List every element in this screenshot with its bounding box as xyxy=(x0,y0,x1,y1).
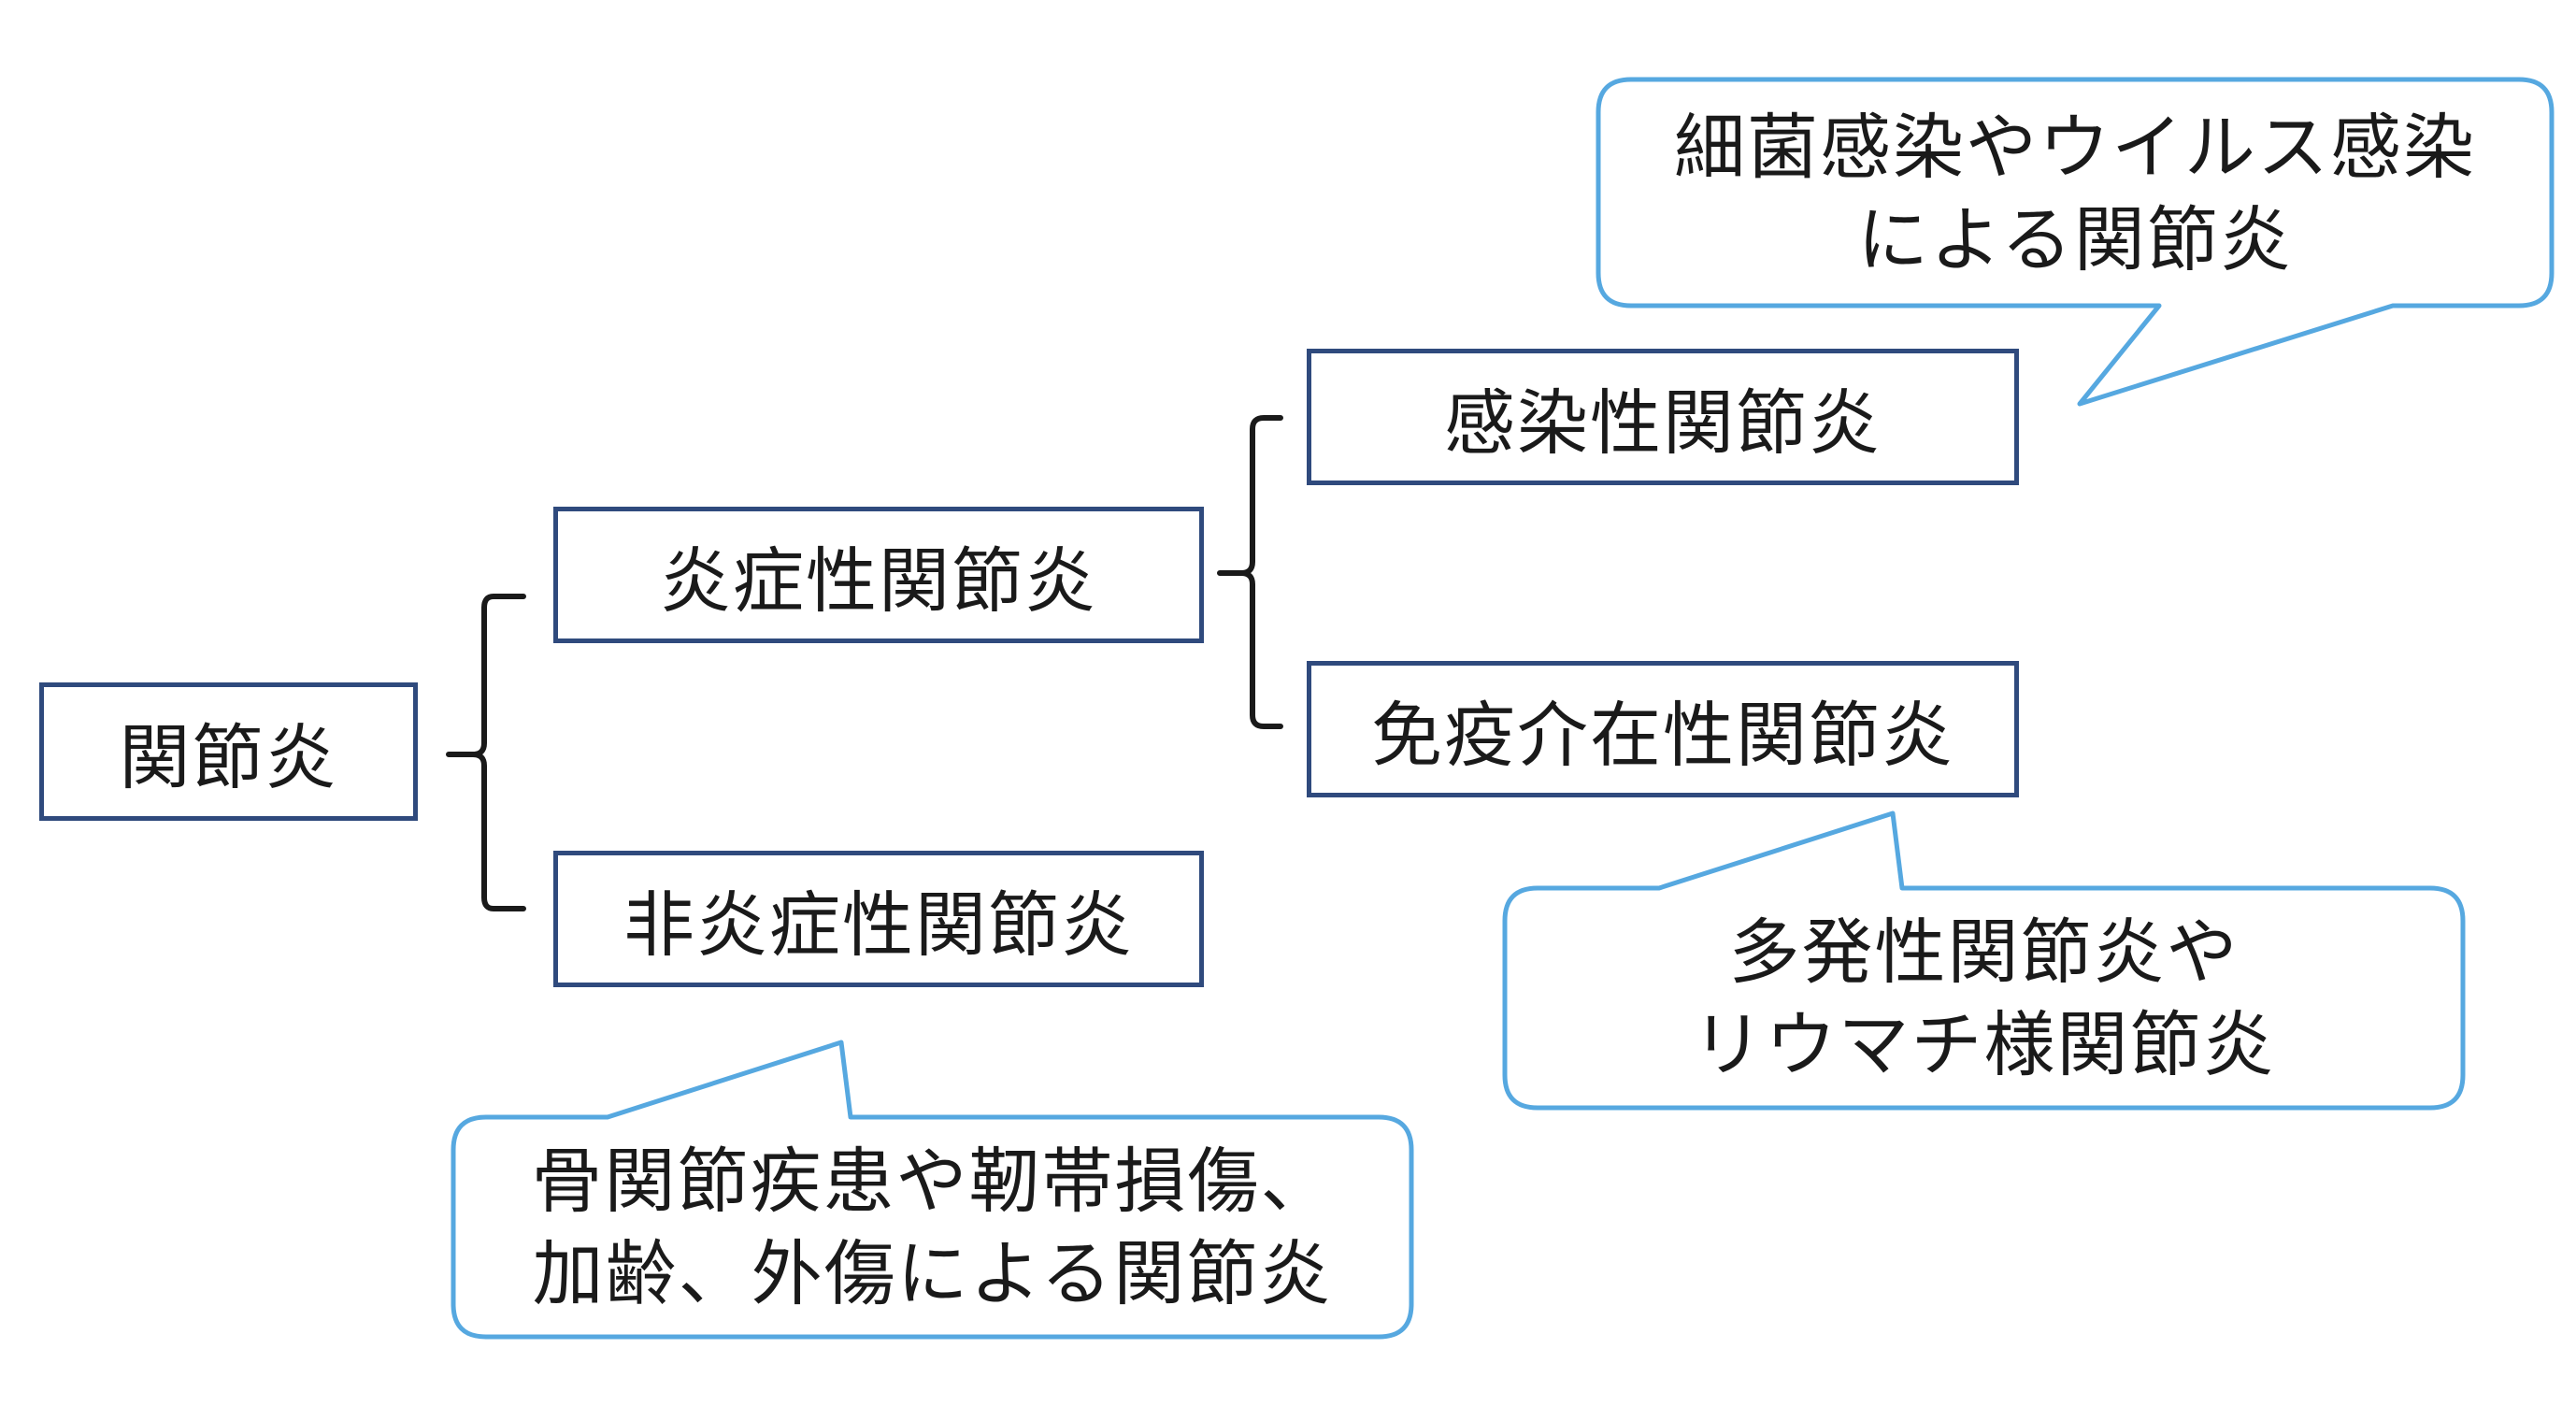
callout-non-inflammatory-line1: 骨関節疾患や靭帯損傷、 xyxy=(531,1140,1334,1224)
node-non-inflammatory-arthritis-label: 非炎症性関節炎 xyxy=(623,883,1134,967)
callout-immune-line2: リウマチ様関節炎 xyxy=(1692,1003,2276,1086)
callout-infectious-line1: 細菌感染やウイルス感染 xyxy=(1674,105,2476,189)
callout-immune-balloon xyxy=(1502,811,2466,1111)
node-inflammatory-arthritis-label: 炎症性関節炎 xyxy=(660,539,1097,623)
callout-immune-line1: 多発性関節炎や xyxy=(1728,911,2240,995)
callout-infectious-line2: による関節炎 xyxy=(1857,197,2293,281)
inflammatory-bracket xyxy=(1217,415,1283,729)
node-immune-mediated-arthritis-label: 免疫介在性関節炎 xyxy=(1371,694,1954,777)
node-inflammatory-arthritis: 炎症性関節炎 xyxy=(553,507,1204,643)
callout-infectious-balloon xyxy=(1596,77,2555,407)
node-arthritis: 関節炎 xyxy=(39,682,418,821)
node-arthritis-label: 関節炎 xyxy=(119,716,338,799)
node-infectious-arthritis-label: 感染性関節炎 xyxy=(1444,381,1882,465)
callout-non-inflammatory-balloon xyxy=(451,1040,1414,1340)
root-bracket xyxy=(446,594,526,911)
node-non-inflammatory-arthritis: 非炎症性関節炎 xyxy=(553,851,1204,987)
callout-infectious: 細菌感染やウイルス感染 による関節炎 xyxy=(1600,84,2550,304)
callout-non-inflammatory: 骨関節疾患や靭帯損傷、 加齢、外傷による関節炎 xyxy=(455,1122,1410,1335)
node-immune-mediated-arthritis: 免疫介在性関節炎 xyxy=(1307,661,2019,797)
callout-immune: 多発性関節炎や リウマチ様関節炎 xyxy=(1507,893,2461,1106)
callout-non-inflammatory-line2: 加齢、外傷による関節炎 xyxy=(532,1232,1333,1315)
node-infectious-arthritis: 感染性関節炎 xyxy=(1307,349,2019,485)
